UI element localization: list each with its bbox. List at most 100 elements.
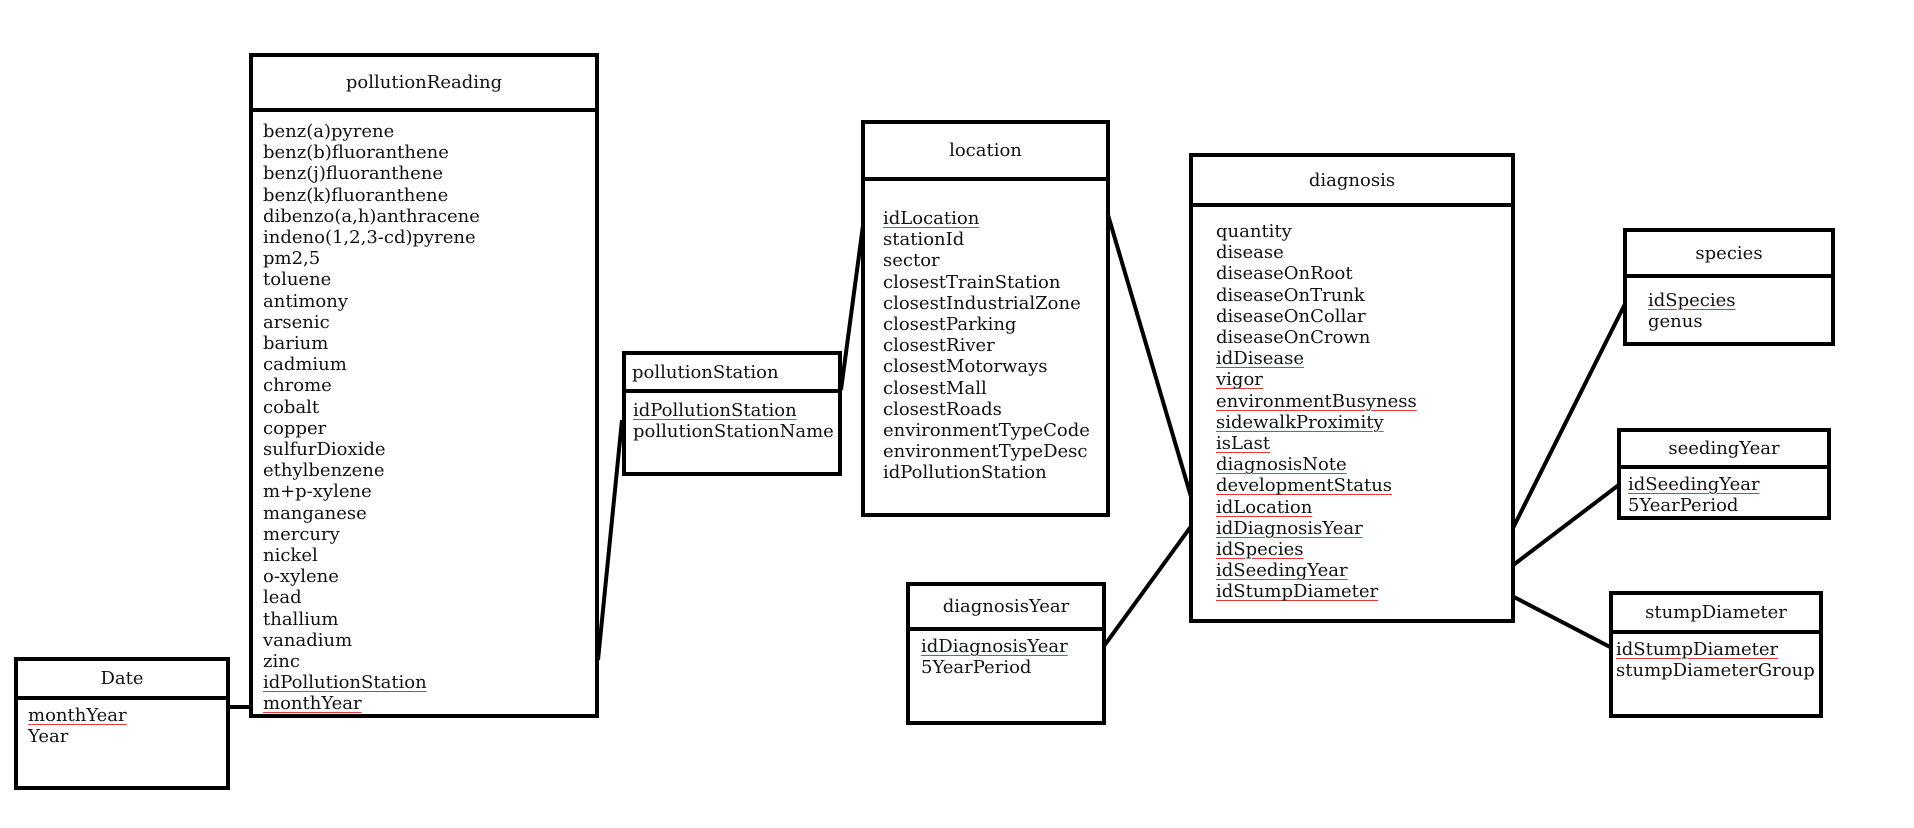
entity-field: idPollutionStation (633, 400, 797, 421)
entity-field: genus (1648, 311, 1703, 333)
entity-field: diseaseOnRoot (1216, 263, 1353, 285)
entity-field: idStumpDiameter (1216, 581, 1379, 603)
entity-field: environmentTypeDesc (883, 441, 1088, 463)
link-diagnosis-species (1510, 301, 1628, 531)
entity-field: idPollutionStation (883, 462, 1047, 484)
entity-title: stumpDiameter (1613, 595, 1819, 634)
entity-field: stationId (883, 229, 965, 251)
entity-title: diagnosisYear (910, 586, 1102, 631)
entity-field: diseaseOnCollar (1216, 305, 1366, 327)
link-location-diagnosis (1106, 214, 1194, 501)
entity-field: antimony (263, 290, 348, 312)
entity-field: closestRiver (883, 335, 995, 357)
entity-field: idLocation (1216, 496, 1313, 518)
entity-field: benz(k)fluoranthene (263, 184, 449, 206)
entity-field: closestParking (883, 314, 1017, 336)
entity-field: cobalt (263, 396, 320, 418)
entity-title: seedingYear (1621, 432, 1827, 469)
entity-field: sidewalkProximity (1216, 411, 1384, 433)
entity-field: manganese (263, 502, 367, 524)
entity-field: 5YearPeriod (1628, 495, 1739, 517)
entity-field: diagnosisNote (1216, 454, 1347, 476)
entity-field: idDiagnosisYear (921, 636, 1068, 657)
link-diagnosis-seeding-year (1510, 482, 1622, 568)
entity-field: environmentBusyness (1216, 390, 1417, 412)
entity-field: environmentTypeCode (883, 420, 1090, 442)
entity-field: barium (263, 333, 329, 355)
entity-field: closestMall (883, 377, 987, 399)
entity-field: thallium (263, 608, 339, 630)
entity-field: dibenzo(a,h)anthracene (263, 205, 480, 227)
entity-field: arsenic (263, 311, 330, 333)
entity-title: pollutionReading (253, 57, 595, 112)
entity-field: idSeedingYear (1216, 560, 1348, 582)
entity-field: ethylbenzene (263, 460, 385, 482)
entity-field: benz(a)pyrene (263, 121, 395, 142)
entity-field: benz(b)fluoranthene (263, 142, 449, 164)
entity-field: closestRoads (883, 398, 1002, 420)
entity-field: vigor (1216, 369, 1263, 391)
entity-field: sulfurDioxide (263, 439, 386, 461)
entity-field: cadmium (263, 354, 347, 376)
entity-title: Date (18, 661, 226, 700)
entity-field: disease (1216, 242, 1284, 264)
entity-field: sector (883, 250, 940, 272)
link-diagnosis-year-diagnosis (1102, 523, 1194, 648)
entity-field: toluene (263, 269, 332, 291)
entity-field: stumpDiameterGroup (1616, 660, 1815, 682)
entity-field: quantity (1216, 221, 1292, 242)
entity-field: pm2,5 (263, 248, 321, 270)
entity-title: location (865, 124, 1106, 181)
entity-field: diseaseOnCrown (1216, 327, 1371, 349)
entity-field: idDiagnosisYear (1216, 517, 1363, 539)
link-diagnosis-stump-diameter (1511, 594, 1613, 650)
entity-field: copper (263, 417, 327, 439)
entity-field: nickel (263, 545, 318, 567)
link-pollution-station-location (839, 217, 866, 391)
entity-field: idSeedingYear (1628, 474, 1760, 495)
entity-field: indeno(1,2,3-cd)pyrene (263, 227, 476, 249)
entity-field: Year (28, 726, 69, 748)
entity-field: m+p-xylene (263, 481, 372, 503)
entity-field: benz(j)fluoranthene (263, 163, 443, 185)
entity-field: lead (263, 587, 302, 609)
entity-field: closestTrainStation (883, 271, 1061, 293)
entity-field: idPollutionStation (263, 672, 427, 694)
entity-field: closestMotorways (883, 356, 1048, 378)
entity-field: chrome (263, 375, 332, 397)
entity-field: developmentStatus (1216, 475, 1393, 497)
entity-field: isLast (1216, 433, 1271, 455)
entity-field: mercury (263, 523, 340, 545)
entity-field: idSpecies (1216, 539, 1304, 561)
entity-field: o-xylene (263, 566, 339, 588)
entity-title: species (1627, 232, 1831, 278)
entity-field: idStumpDiameter (1616, 639, 1779, 660)
entity-field: monthYear (263, 693, 362, 715)
entity-field: pollutionStationName (633, 421, 834, 443)
entity-field: vanadium (263, 629, 353, 651)
link-pollution-reading-pollution-station (596, 419, 624, 661)
entity-field: 5YearPeriod (921, 657, 1032, 679)
entity-title: pollutionStation (626, 355, 838, 393)
entity-field: idSpecies (1648, 290, 1736, 311)
entity-field: zinc (263, 651, 300, 673)
